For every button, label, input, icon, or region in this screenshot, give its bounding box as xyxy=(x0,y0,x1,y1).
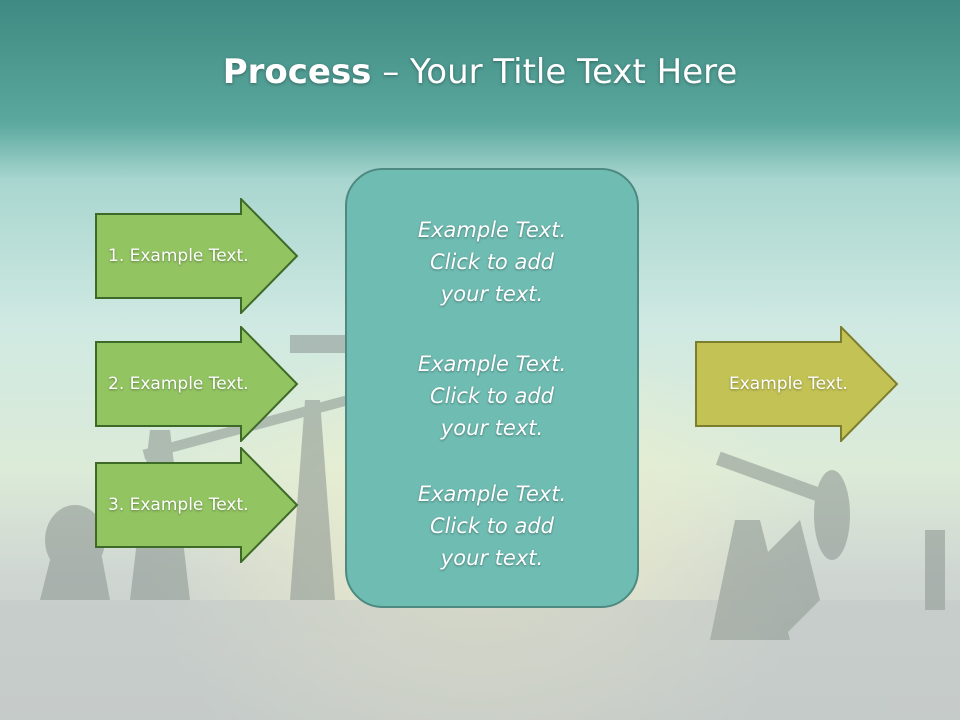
pumpjack-silhouettes xyxy=(0,335,960,720)
center-line: Example Text. xyxy=(417,352,567,376)
title-bold: Process xyxy=(222,52,372,92)
arrow-shape-icon xyxy=(95,326,299,442)
center-text-box[interactable]: Example Text. Click to add your text. Ex… xyxy=(345,168,639,608)
center-block-3: Example Text. Click to add your text. xyxy=(347,478,637,574)
right-arrow[interactable]: Example Text. xyxy=(695,326,899,442)
center-line: Click to add xyxy=(429,384,554,408)
arrow-shape-icon xyxy=(95,198,299,314)
center-line: Example Text. xyxy=(417,218,567,242)
center-block-2: Example Text. Click to add your text. xyxy=(347,348,637,444)
left-arrow-label: 3. Example Text. xyxy=(108,495,249,515)
title-rest: – Your Title Text Here xyxy=(371,52,738,92)
arrow-shape-icon xyxy=(695,326,899,442)
center-block-1: Example Text. Click to add your text. xyxy=(347,214,637,310)
arrow-shape-icon xyxy=(95,447,299,563)
center-line: your text. xyxy=(440,282,544,306)
left-arrow-2[interactable]: 2. Example Text. xyxy=(95,326,299,442)
right-arrow-label: Example Text. xyxy=(729,374,848,394)
center-line: your text. xyxy=(440,416,544,440)
center-line: Click to add xyxy=(429,250,554,274)
left-arrow-1[interactable]: 1. Example Text. xyxy=(95,198,299,314)
center-line: Example Text. xyxy=(417,482,567,506)
left-arrow-label: 1. Example Text. xyxy=(108,246,249,266)
slide-title: Process – Your Title Text Here xyxy=(0,52,960,92)
left-arrow-label: 2. Example Text. xyxy=(108,374,249,394)
center-line: Click to add xyxy=(429,514,554,538)
left-arrow-3[interactable]: 3. Example Text. xyxy=(95,447,299,563)
center-line: your text. xyxy=(440,546,544,570)
